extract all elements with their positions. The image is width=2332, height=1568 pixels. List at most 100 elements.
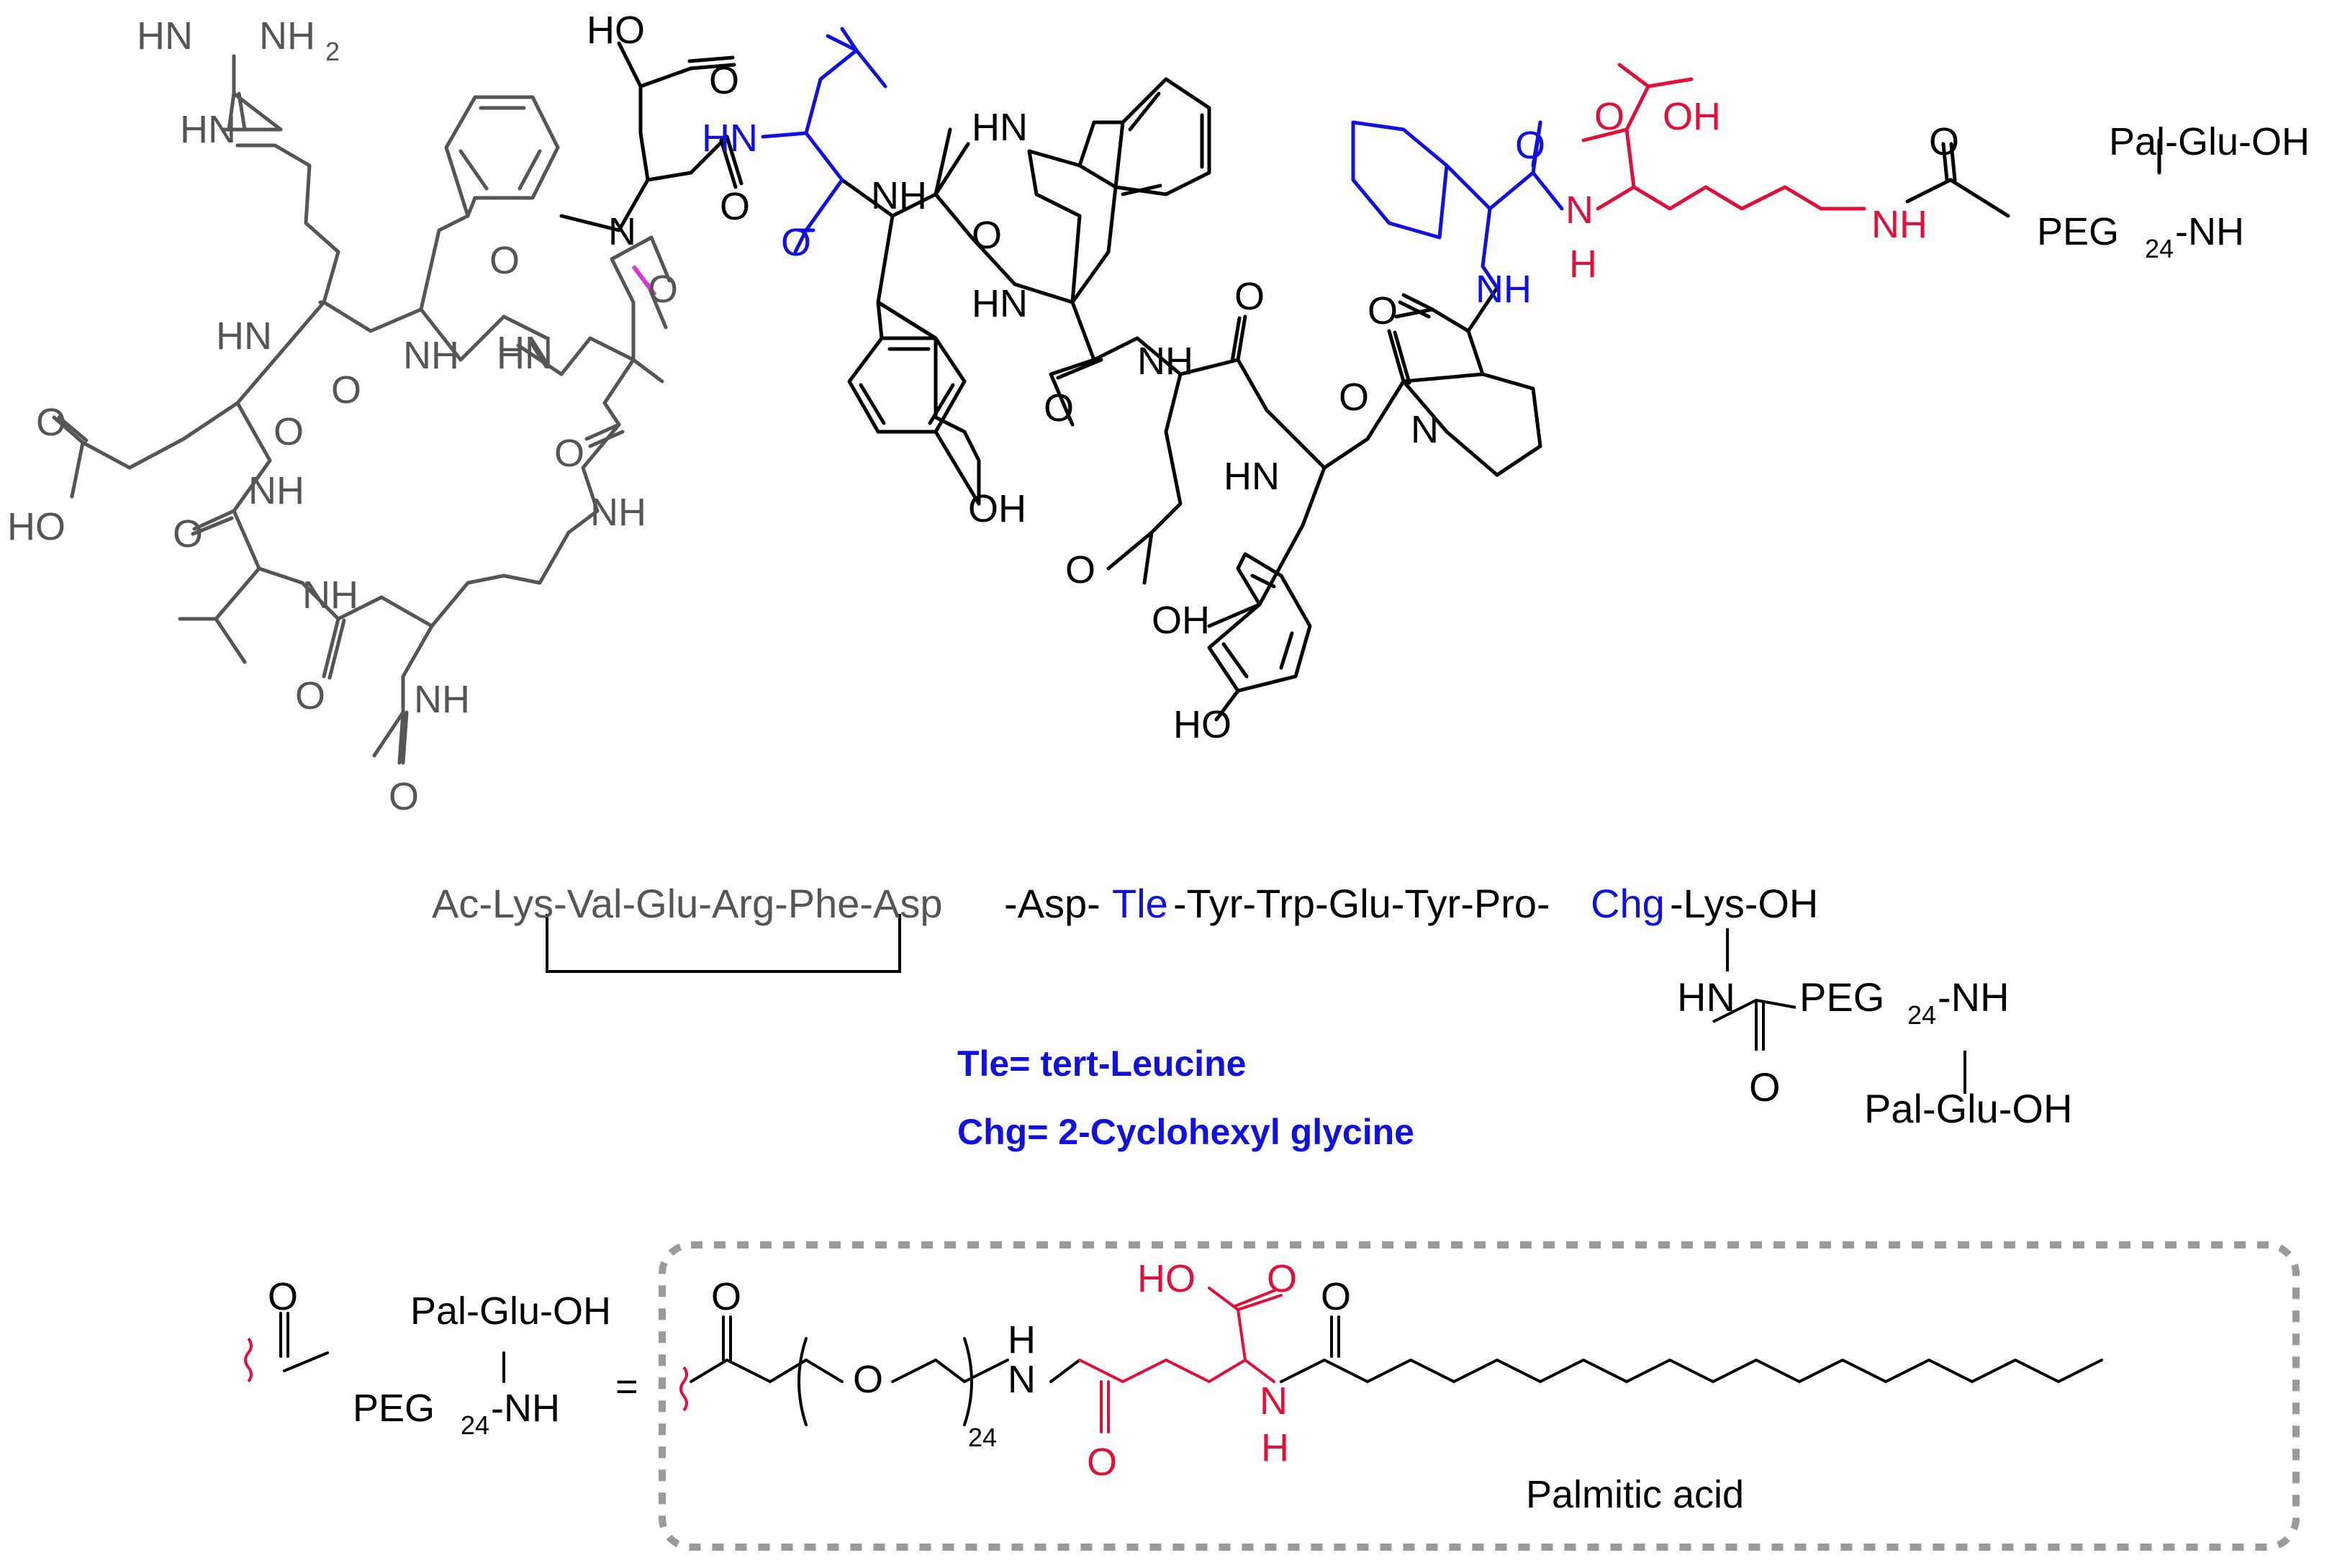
label-h-lys: H (1569, 243, 1597, 286)
label-nh-lys-side: NH (1871, 203, 1927, 246)
seq-branch-hn: HN (1677, 974, 1735, 1020)
bottom-peg-nh: -NH (491, 1387, 560, 1430)
chg-blue (1351, 120, 1564, 290)
label-o-val: O (173, 512, 203, 556)
label-ho-tyr2: HO (1173, 703, 1231, 746)
label-nh-val: NH (302, 574, 358, 617)
label-nh2-arg: NH (259, 14, 315, 58)
glu-red (1078, 1287, 1283, 1433)
peg-chain (690, 1315, 2103, 1426)
label-nh2-sub: 2 (325, 37, 340, 66)
definitions: Tle= tert-Leucine Chg= 2-Cyclohexyl glyc… (957, 1043, 1414, 1152)
bottom-palmitic: Palmitic acid (1526, 1473, 1744, 1516)
label-o-chg: O (1515, 124, 1545, 167)
label-o-magenta: O (648, 268, 678, 311)
label-n-pro: N (1411, 408, 1439, 451)
label-nh-glu2: NH (1137, 340, 1193, 383)
label-hn-ring2: HN (497, 334, 553, 377)
label-o-asp: O (709, 59, 739, 102)
cyclization-bracket (546, 914, 901, 973)
label-o-pro: O (1368, 289, 1398, 332)
bottom-o-ether: O (853, 1358, 883, 1401)
label-o-phe: O (489, 239, 520, 282)
seq-branch-o: O (1749, 1064, 1781, 1110)
bottom-n-red: N (1260, 1379, 1288, 1423)
label-peg-top: PEG (2037, 210, 2119, 253)
bottom-labels: O Pal-Glu-OH PEG 24 -NH = O O 24 H N O H… (268, 1257, 1744, 1516)
label-nh-tyr: NH (871, 174, 927, 217)
label-o-glu2: O (1234, 275, 1265, 318)
label-o-ring2: O (274, 410, 304, 453)
label-ho-asp: HO (587, 9, 645, 52)
seq-tle: Tle (1112, 881, 1168, 926)
def-tle: Tle= tert-Leucine (957, 1043, 1247, 1084)
label-o-asp2: O (720, 185, 750, 228)
label-peg-top-sub: 24 (2145, 234, 2174, 263)
label-hn-arg2: HN (180, 108, 236, 151)
label-hn-asp-ring: HN (497, 329, 553, 372)
label-nh-lys: NH (414, 678, 470, 721)
bottom-o-1: O (711, 1275, 741, 1318)
bottom-equals: = (615, 1365, 638, 1408)
label-peg-top-nh: -NH (2175, 210, 2244, 253)
label-o-peg: O (1929, 120, 1959, 163)
bottom-left-fragment (279, 1312, 505, 1383)
bottom-h-1: H (1008, 1318, 1036, 1361)
label-o-tyr2: O (1339, 376, 1369, 419)
bottom-n-1: N (1008, 1358, 1036, 1401)
lys-red (1581, 63, 1866, 211)
label-n-lys: N (1565, 189, 1594, 232)
label-oh-glu2: OH (1152, 599, 1210, 642)
bottom-ho-red: HO (1137, 1257, 1196, 1300)
bottom-o-pal: O (1321, 1275, 1351, 1318)
seq-linear-mid: -Tyr-Trp-Glu-Tyr-Pro- (1173, 881, 1550, 926)
lys-side-black (1905, 138, 2161, 218)
seq-peg: PEG (1799, 974, 1884, 1020)
label-o-glu2-acid: O (1065, 548, 1095, 592)
bottom-h-red: H (1261, 1426, 1289, 1469)
bottom-repeat: 24 (968, 1423, 997, 1452)
bottom-peg: PEG (353, 1387, 435, 1430)
label-o-glu: O (36, 401, 66, 444)
label-nh-glu: NH (248, 469, 304, 512)
label-hn-trp: HN (972, 282, 1028, 325)
label-ho-glu: HO (7, 505, 65, 548)
label-nh-lys-side: NH (590, 491, 646, 534)
label-nh-chg: NH (1475, 268, 1532, 311)
seq-chg: Chg (1591, 881, 1665, 926)
label-hn-arg: HN (137, 14, 193, 58)
label-pal-glu-top: Pal-Glu-OH (2109, 120, 2310, 163)
squiggle-right (679, 1366, 688, 1412)
seq-pal-glu: Pal-Glu-OH (1864, 1086, 2072, 1131)
label-o-lys: O (295, 674, 325, 717)
bottom-o-red2: O (1267, 1257, 1297, 1300)
magenta-bond (631, 265, 657, 296)
label-o-trp: O (1044, 386, 1074, 430)
label-oh-lys: OH (1663, 95, 1721, 138)
label-o-lys-acid: O (1594, 95, 1624, 138)
bottom-peg-sub: 24 (461, 1410, 489, 1440)
squiggle-left (244, 1337, 253, 1383)
label-hn-tle: HN (702, 117, 758, 160)
seq-ring: Ac-Lys-Val-Glu-Arg-Phe-Asp (432, 881, 943, 926)
seq-linear-end: -Lys-OH (1670, 881, 1818, 926)
label-o-ring1: O (331, 368, 361, 412)
label-n-methyl: N (608, 210, 636, 253)
seq-peg-nh: -NH (1938, 974, 2010, 1020)
def-chg: Chg= 2-Cyclohexyl glycine (957, 1112, 1414, 1152)
bottom-o-left: O (268, 1275, 298, 1318)
label-hn-ring1: HN (216, 314, 272, 358)
atom-labels: HN NH 2 HN HN NH HN O O O O HO NH O NH O… (7, 9, 2310, 818)
seq-peg-sub: 24 (1907, 1000, 1936, 1030)
label-hn-tyr2: HN (1224, 455, 1280, 498)
label-o-tyr: O (972, 214, 1002, 257)
label-o-tle: O (781, 221, 811, 264)
seq-linear-pre: -Asp- (1004, 881, 1101, 926)
macrocycle-gray (52, 54, 672, 765)
bottom-o-red: O (1087, 1441, 1117, 1484)
label-o-ac: O (389, 775, 419, 818)
palmitic-box (659, 1241, 2300, 1551)
sequence-line: Ac-Lys-Val-Glu-Arg-Phe-Asp -Asp- Tle -Ty… (432, 881, 2072, 1131)
